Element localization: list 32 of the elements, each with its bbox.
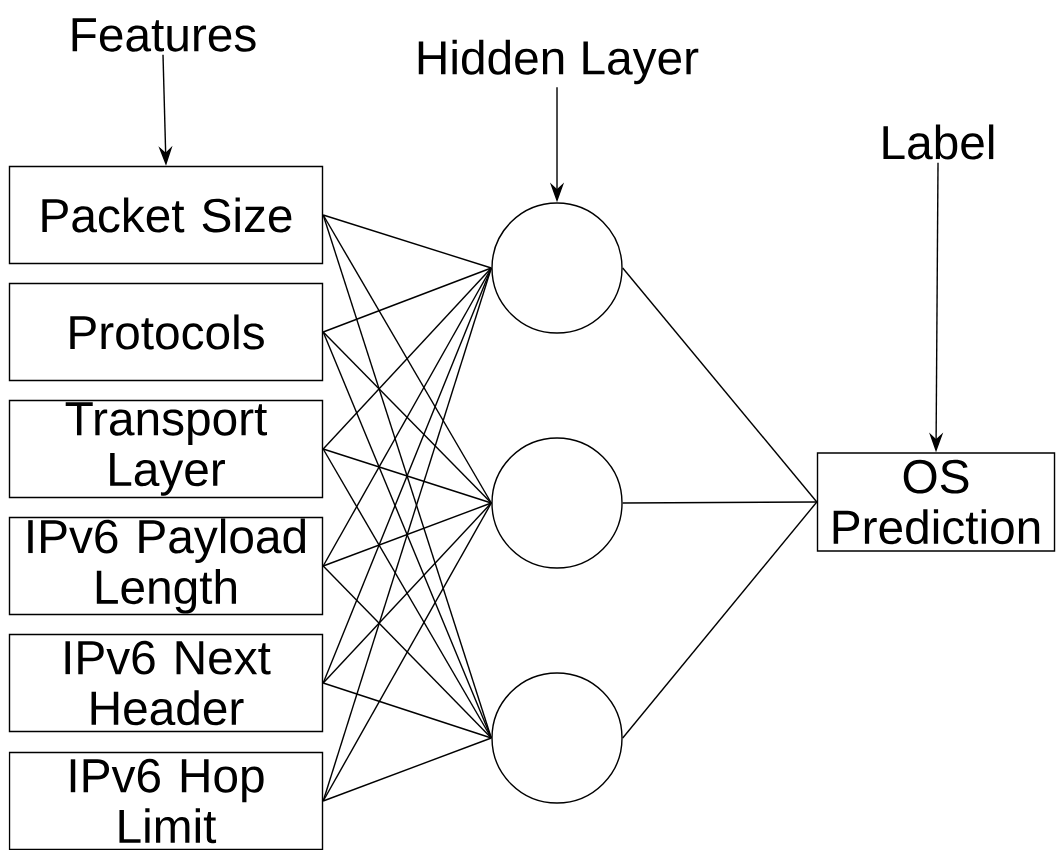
connection-line (322, 267, 492, 450)
output-box: OS Prediction (816, 452, 1056, 552)
connection-line (322, 682, 492, 739)
feature-box: Protocols (8, 282, 324, 382)
layer-heading: Hidden Layer (418, 39, 699, 85)
connection-line (322, 448, 492, 504)
feature-box: Packet Size (8, 165, 324, 265)
feature-box: IPv6 Payload Length (8, 516, 324, 616)
connection-line (322, 214, 492, 504)
neuron-circle (491, 437, 623, 569)
connection-line (322, 267, 492, 802)
connection-line (622, 267, 818, 503)
connection-line (322, 502, 492, 684)
connection-line (322, 214, 492, 739)
layer-heading: Label (883, 124, 994, 160)
connection-line (322, 502, 492, 802)
neuron-circle (491, 672, 623, 804)
connection-line (322, 331, 492, 504)
feature-box: IPv6 Next Header (8, 633, 324, 733)
connection-line (322, 267, 492, 333)
connection-line (322, 214, 492, 269)
connection-line (322, 737, 492, 802)
connection-line (322, 502, 492, 567)
layer-heading: Features (72, 18, 256, 52)
feature-box: Transport Layer (8, 399, 324, 499)
connection-line (622, 501, 818, 504)
connection-line (322, 448, 492, 739)
connection-line (622, 501, 818, 739)
connection-line (322, 565, 492, 739)
connection-line (322, 267, 492, 567)
feature-box: IPv6 Hop Limit (8, 751, 324, 850)
neuron-circle (491, 202, 623, 334)
